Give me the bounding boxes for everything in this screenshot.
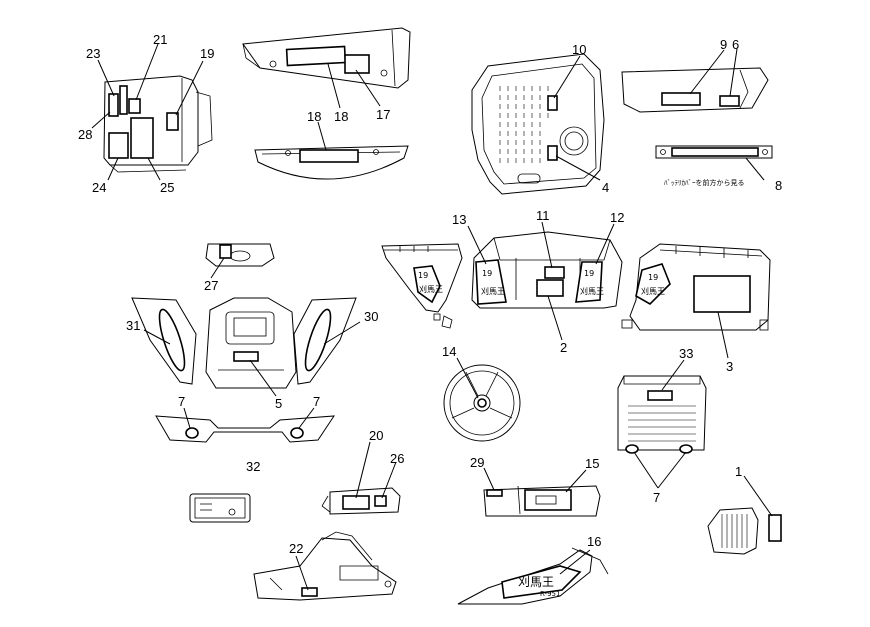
svg-text:刈馬王: 刈馬王 (419, 284, 443, 294)
callout-22: 22 (289, 541, 303, 556)
control-box-assembly (321, 487, 401, 515)
callout-12: 12 (610, 210, 624, 225)
callout-20: 20 (369, 428, 383, 443)
callout-6: 6 (732, 37, 739, 52)
svg-text:刈馬王: 刈馬王 (641, 286, 665, 296)
dashboard-assembly: 19 刈馬王 19 刈馬王 (471, 231, 623, 309)
callout-26: 26 (390, 451, 404, 466)
battery-cover-bar: ﾊﾞｯﾃﾘｶﾊﾞｰを前方から見る (655, 145, 773, 187)
callout-18-top: 18 (334, 109, 348, 124)
callout-19: 19 (200, 46, 214, 61)
callout-8: 8 (775, 178, 782, 193)
callout-15: 15 (585, 456, 599, 471)
callout-16: 16 (587, 534, 601, 549)
callout-31: 31 (126, 318, 140, 333)
svg-text:刈馬王: 刈馬王 (481, 286, 505, 296)
callout-17: 17 (376, 107, 390, 122)
callout-28: 28 (78, 127, 92, 142)
svg-text:刈馬王: 刈馬王 (580, 286, 604, 296)
callout-7-grille: 7 (653, 490, 660, 505)
callout-9: 9 (720, 37, 727, 52)
front-guard-assembly (254, 145, 409, 180)
side-cover-assembly (621, 67, 769, 113)
side-panel-assembly (103, 75, 213, 173)
callout-7-right: 7 (313, 394, 320, 409)
callout-3: 3 (726, 359, 733, 374)
callout-25: 25 (160, 180, 174, 195)
callout-27: 27 (204, 278, 218, 293)
front-grille-assembly (617, 375, 707, 454)
upper-cover-assembly (242, 27, 411, 89)
kariuma-frame-assembly: 刈馬王 R-951 (457, 547, 609, 605)
battery-box-assembly (707, 507, 782, 555)
center-console-assembly (205, 297, 297, 389)
seat-base-assembly (483, 485, 601, 517)
callout-labels: 1 2 3 4 5 6 7 7 7 8 9 10 11 12 13 14 15 … (78, 32, 782, 556)
callout-33: 33 (679, 346, 693, 361)
right-fender-assembly: 19 刈馬王 (621, 243, 771, 331)
callout-10: 10 (572, 42, 586, 57)
battery-cover-note: ﾊﾞｯﾃﾘｶﾊﾞｰを前方から見る (664, 178, 745, 187)
svg-text:19: 19 (418, 271, 428, 280)
callout-5: 5 (275, 396, 282, 411)
front-bumper-assembly (155, 415, 335, 443)
svg-text:刈馬王: 刈馬王 (518, 575, 554, 589)
callout-24: 24 (92, 180, 106, 195)
callout-1: 1 (735, 464, 742, 479)
callout-14: 14 (442, 344, 456, 359)
engine-hood-assembly (471, 53, 605, 195)
callout-29: 29 (470, 455, 484, 470)
callout-7-left: 7 (178, 394, 185, 409)
callout-13: 13 (452, 212, 466, 227)
leader-lines (91, 43, 773, 591)
svg-text:R-951: R-951 (540, 590, 560, 598)
callout-30: 30 (364, 309, 378, 324)
callout-23: 23 (86, 46, 100, 61)
callout-32: 32 (246, 459, 260, 474)
left-fender-assembly: 19 刈馬王 (381, 243, 463, 329)
callout-11: 11 (536, 208, 550, 223)
rear-bracket-assembly (205, 243, 275, 267)
callout-2: 2 (560, 340, 567, 355)
callout-21: 21 (153, 32, 167, 47)
steering-wheel (443, 364, 521, 442)
rail-frame-assembly (253, 531, 397, 601)
instrument-plate (189, 493, 251, 523)
svg-text:19: 19 (584, 269, 594, 278)
callout-4: 4 (602, 180, 609, 195)
callout-18-guard: 18 (307, 109, 321, 124)
svg-text:19: 19 (648, 273, 658, 282)
right-side-panel (293, 297, 357, 385)
svg-text:19: 19 (482, 269, 492, 278)
